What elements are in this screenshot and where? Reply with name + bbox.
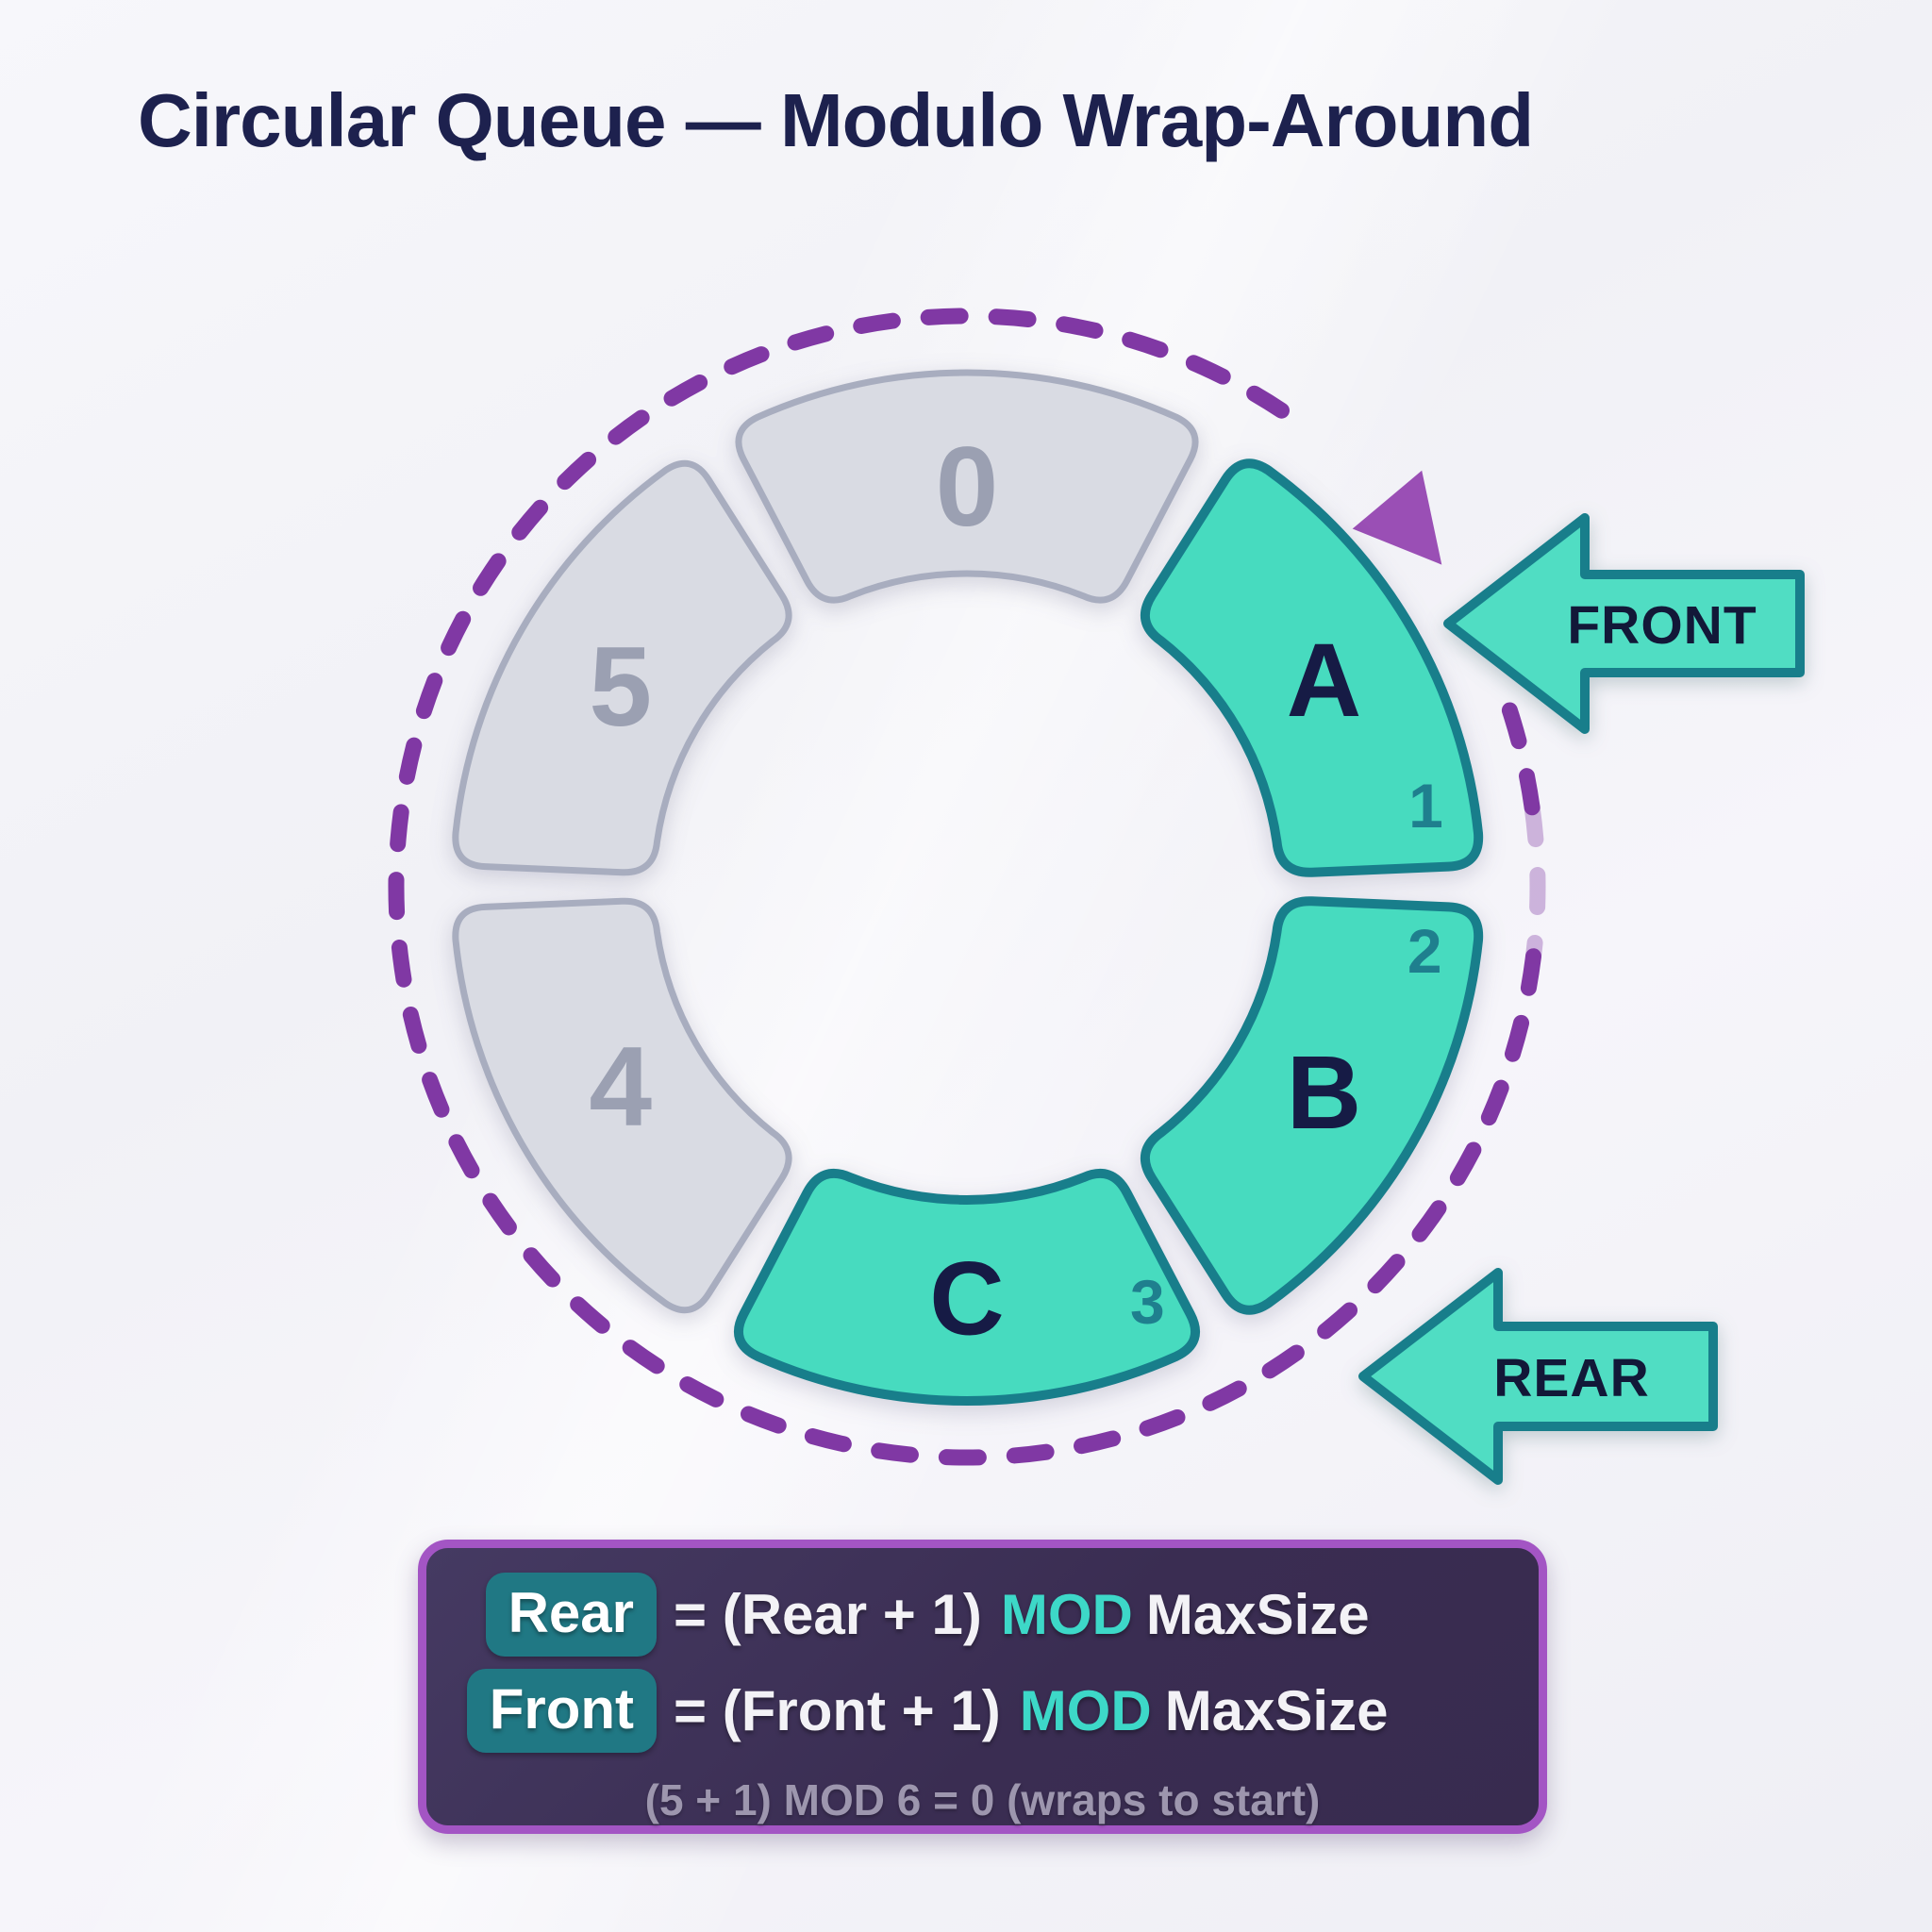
dashed-arc-faded [1524,799,1546,965]
queue-slot-4 [452,897,792,1314]
slot-index-2: 2 [1407,916,1442,986]
queue-slot-0 [735,369,1199,604]
wraparound-dashed-circle [388,308,1546,1466]
slot-index-5: 5 [589,624,652,750]
pointer-arrows: FRONT REAR [1358,513,1805,1485]
slot-value-2: B [1287,1035,1361,1151]
slot-value-1: A [1287,623,1361,739]
front-arrow [1443,513,1805,734]
slot-index-0: 0 [936,424,999,550]
front-badge: Front [466,1669,657,1753]
rear-arrow [1358,1268,1718,1485]
rear-badge: Rear [485,1573,657,1657]
front-arrow-label: FRONT [1567,595,1757,656]
clockwise-direction-arrowhead-icon [1352,470,1442,565]
page-title: Circular Queue — Modulo Wrap-Around [138,78,1534,162]
queue-slot-2 [1140,896,1484,1315]
wraparound-example: (5 + 1) MOD 6 = 0 (wraps to start) [644,1775,1321,1824]
rear-arrow-label: REAR [1493,1348,1650,1408]
slot-index-1: 1 [1408,771,1443,841]
slot-index-3: 3 [1130,1267,1165,1337]
queue-slot-5 [452,459,792,876]
slot-index-4: 4 [589,1024,652,1150]
queue-slot-1 [1140,458,1484,877]
slot-value-3: C [929,1241,1004,1357]
dashed-arc-main [388,308,1541,1466]
dashed-arc-right [1501,702,1541,816]
queue-slot-3 [733,1168,1201,1407]
